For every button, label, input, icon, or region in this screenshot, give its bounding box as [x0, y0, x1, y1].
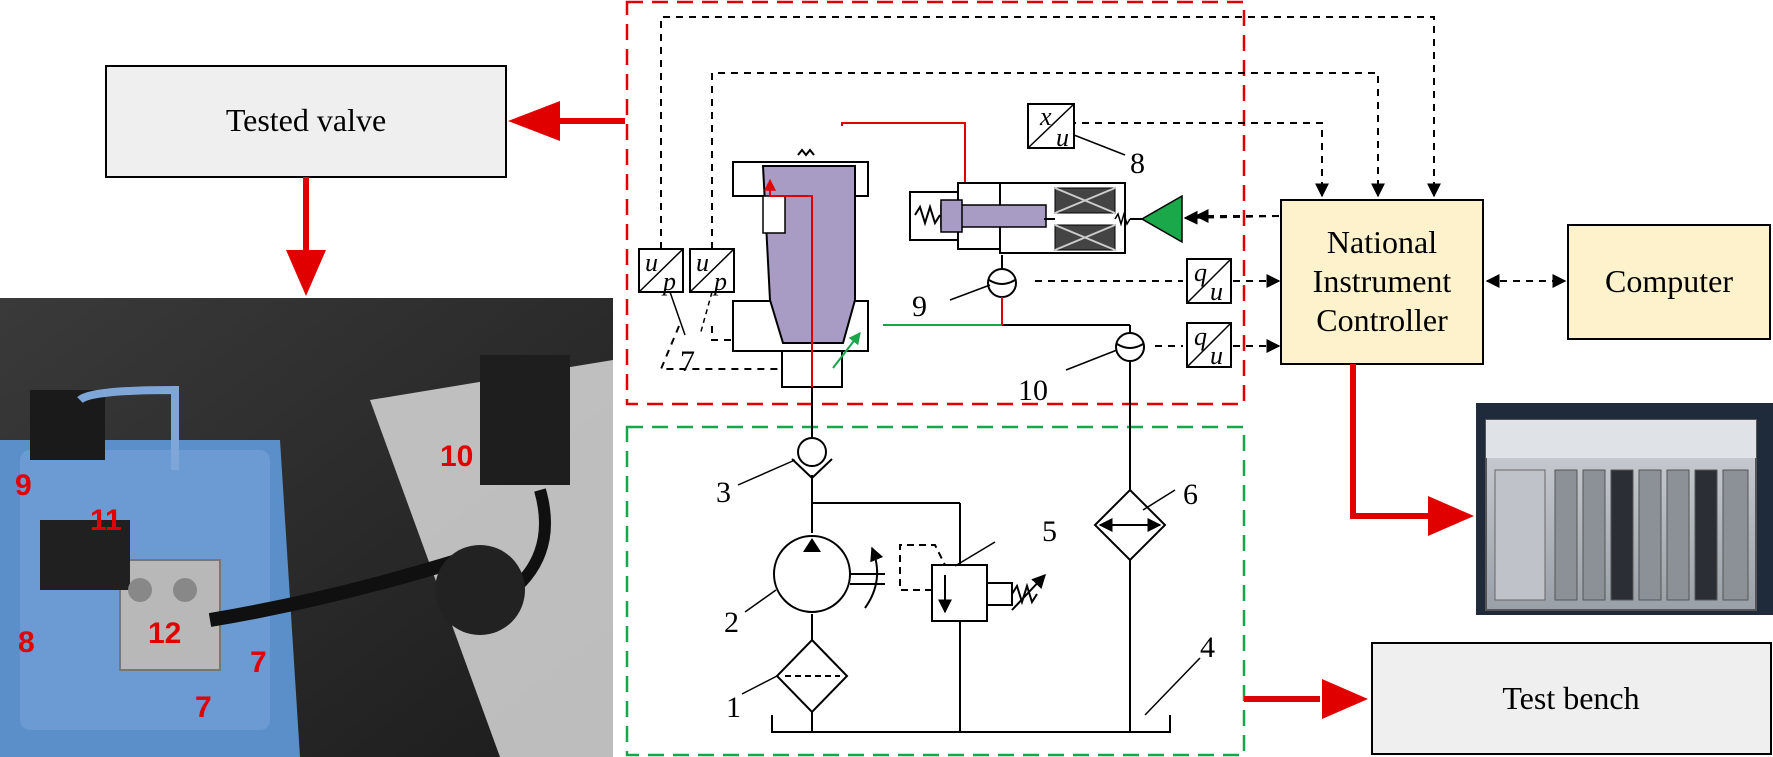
photo-label-12: 12: [148, 617, 181, 650]
photo-label-9: 9: [15, 469, 32, 502]
hydraulic-lines-red: [1001, 255, 1131, 335]
test-bench-block: Test bench: [1371, 642, 1772, 755]
photo-label-8: 8: [18, 626, 35, 659]
amplifier-icon: [1140, 194, 1183, 244]
label-7: 7: [680, 345, 695, 378]
photo-label-7a: 7: [250, 646, 267, 679]
svg-text:q: q: [1194, 258, 1207, 287]
flow-sensor-10: [1115, 332, 1145, 500]
main-valve: [732, 122, 971, 388]
svg-text:Controller: Controller: [1316, 302, 1448, 338]
photo-label-11: 11: [90, 504, 122, 537]
svg-text:u: u: [1210, 341, 1223, 370]
svg-text:Test bench: Test bench: [1502, 680, 1639, 716]
photo-label-7b: 7: [195, 691, 212, 724]
sensor-q-u-lower: q u: [1186, 322, 1232, 370]
green-group-boundary: [625, 425, 1246, 757]
tested-valve-block: Tested valve: [105, 65, 507, 178]
svg-text:National: National: [1327, 224, 1437, 260]
arrow-group-to-tested-valve: [508, 101, 625, 141]
check-valve-icon: [791, 437, 833, 480]
red-group-boundary: [625, 0, 1246, 406]
svg-text:u: u: [1210, 277, 1223, 306]
photo-ni-chassis: [1476, 403, 1773, 615]
arrow-tested-valve-to-photo: [286, 177, 326, 296]
filter-icon: [775, 638, 849, 714]
sensor-u-p-right: u p: [689, 248, 735, 296]
label-9: 9: [912, 290, 927, 323]
ni-controller-block: National Instrument Controller: [1280, 199, 1484, 365]
svg-text:x: x: [1039, 102, 1052, 131]
arrow-group-to-test-bench: [1244, 679, 1368, 719]
label-3: 3: [716, 476, 731, 509]
svg-text:u: u: [696, 248, 709, 277]
label-2: 2: [724, 606, 739, 639]
svg-text:p: p: [712, 267, 727, 296]
label-1: 1: [726, 691, 741, 724]
svg-text:Computer: Computer: [1605, 263, 1733, 299]
label-5: 5: [1042, 515, 1057, 548]
svg-text:Instrument: Instrument: [1313, 263, 1452, 299]
label-10: 10: [1018, 374, 1048, 407]
svg-text:q: q: [1194, 322, 1207, 351]
photo-label-10: 10: [440, 440, 473, 473]
cooler-icon: [1093, 488, 1176, 562]
bench-leader-lines: [737, 459, 1201, 716]
sensor-u-p-left: u p: [638, 248, 684, 296]
tested-valve-label: Tested valve: [226, 102, 386, 138]
svg-text:u: u: [1056, 123, 1069, 152]
pilot-valve: [909, 182, 1280, 254]
label-8: 8: [1130, 147, 1145, 180]
flow-sensor-9: [987, 268, 1017, 325]
svg-text:u: u: [645, 248, 658, 277]
arrow-controller-to-chassis: [1350, 364, 1474, 536]
label-4: 4: [1200, 631, 1215, 664]
photo-test-rig: 9 11 10 8 12 7 7: [0, 298, 613, 757]
pump-icon: [773, 535, 885, 613]
label-6: 6: [1183, 478, 1198, 511]
sensor-x-u: x u: [1027, 102, 1075, 152]
relief-valve-icon: [899, 541, 1046, 622]
svg-text:p: p: [661, 267, 676, 296]
sensor-q-u-upper: q u: [1186, 258, 1232, 306]
solenoid-icon: [1044, 187, 1131, 251]
signal-lines: [659, 16, 1567, 370]
leader-lines: [669, 134, 1126, 371]
computer-block: Computer: [1567, 224, 1771, 340]
